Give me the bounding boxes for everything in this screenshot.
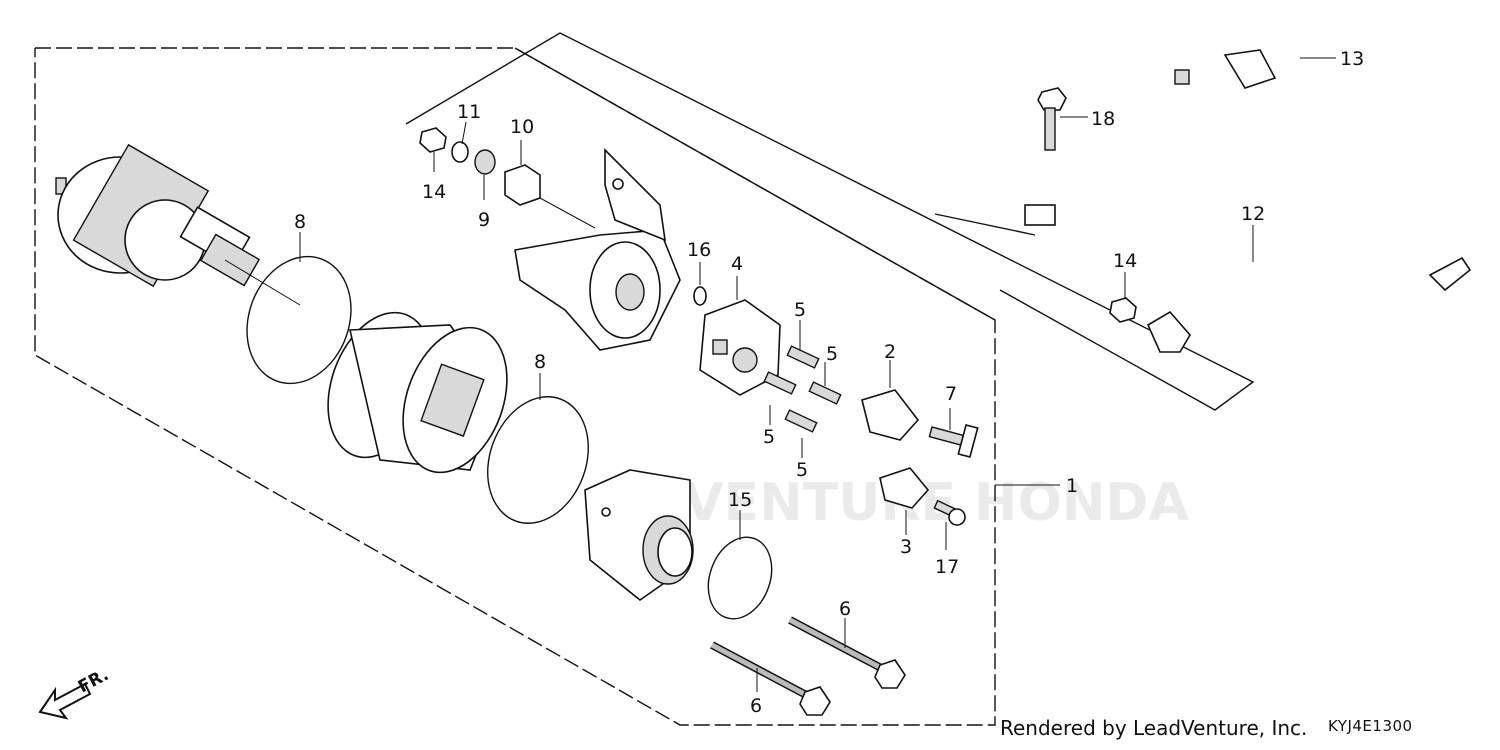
armature[interactable]: [55, 143, 301, 306]
brush-terminal-2[interactable]: [861, 389, 920, 441]
starter-yoke[interactable]: [309, 298, 526, 487]
rear-cover[interactable]: [514, 148, 681, 351]
callout-5b: 5: [826, 343, 838, 365]
bushing-9[interactable]: [474, 149, 496, 175]
assembly-outline: [34, 32, 1255, 726]
brush-terminal-3[interactable]: [879, 467, 930, 509]
callout-8a: 8: [294, 211, 306, 233]
fr-arrow-icon: [38, 682, 92, 720]
starter-cable-12[interactable]: [1146, 256, 1472, 353]
callout-1: 1: [1066, 475, 1078, 497]
washer-11[interactable]: [451, 141, 469, 163]
brush-springs[interactable]: [763, 345, 842, 433]
front-direction-marker: FR.: [38, 665, 112, 720]
bolt-7[interactable]: [928, 423, 979, 459]
callout-12: 12: [1241, 203, 1265, 225]
diagram-code: KYJ4E1300: [1328, 717, 1413, 735]
callout-2: 2: [884, 341, 896, 363]
callout-17: 17: [935, 556, 959, 578]
front-cover[interactable]: [584, 469, 694, 601]
callout-6a: 6: [839, 598, 851, 620]
callout-8b: 8: [534, 351, 546, 373]
long-bolt-lower[interactable]: [710, 641, 831, 716]
long-bolt-upper[interactable]: [788, 616, 906, 689]
callout-9: 9: [478, 209, 490, 231]
terminal-10[interactable]: [504, 164, 541, 206]
callout-14a: 14: [422, 181, 446, 203]
callout-16: 16: [687, 239, 711, 261]
o-ring-lower[interactable]: [471, 383, 606, 538]
callout-7: 7: [945, 383, 957, 405]
bolt-18[interactable]: [1037, 87, 1067, 151]
callouts: 1 2 3 4 5 5 5 5 6 6 7 8 8 9 10 11 12 13 …: [294, 48, 1364, 717]
leader-lines: [299, 57, 1336, 692]
nut-14-right[interactable]: [1109, 297, 1137, 323]
callout-18: 18: [1091, 108, 1115, 130]
washer-16[interactable]: [693, 286, 707, 306]
nut-14-top[interactable]: [419, 127, 447, 153]
callout-13: 13: [1340, 48, 1364, 70]
callout-6b: 6: [750, 695, 762, 717]
hardware-cluster: [419, 127, 596, 229]
callout-15: 15: [728, 489, 752, 511]
callout-4: 4: [731, 253, 743, 275]
callout-14b: 14: [1113, 250, 1137, 272]
screw-17[interactable]: [933, 499, 966, 526]
callout-5a: 5: [794, 299, 806, 321]
starter-cable-13[interactable]: [934, 38, 1302, 236]
callout-5c: 5: [763, 426, 775, 448]
callout-5d: 5: [796, 459, 808, 481]
rendered-by-credit: Rendered by LeadVenture, Inc.: [1000, 716, 1308, 740]
callout-10: 10: [510, 116, 534, 138]
o-ring-small[interactable]: [697, 528, 782, 627]
callout-3: 3: [900, 536, 912, 558]
brush-holder[interactable]: [699, 299, 781, 396]
callout-11: 11: [457, 101, 481, 123]
o-ring-upper[interactable]: [230, 242, 368, 398]
